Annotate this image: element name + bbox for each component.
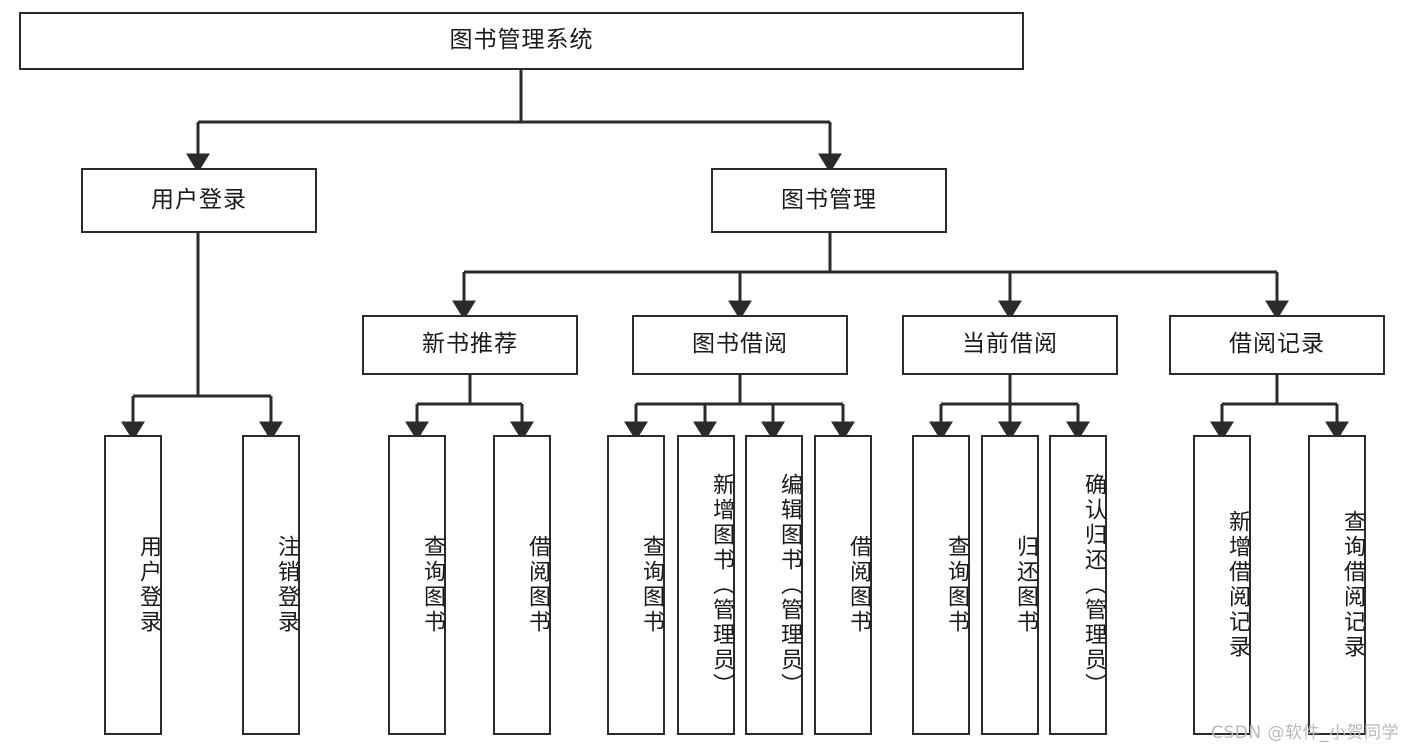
leaf-edit-book-admin[interactable]: 编辑图书（管理员）: [745, 435, 803, 735]
node-label: 新增借阅记录: [1225, 510, 1250, 660]
node-book-management[interactable]: 图书管理: [711, 168, 947, 233]
leaf-query-books-borrow[interactable]: 查询图书: [607, 435, 665, 735]
node-label: 借阅图书: [525, 535, 550, 635]
node-label: 新增图书（管理员）: [709, 472, 734, 698]
node-label: 借阅记录: [1229, 331, 1325, 358]
node-label: 查询图书: [420, 535, 445, 635]
leaf-add-book-admin[interactable]: 新增图书（管理员）: [677, 435, 735, 735]
node-label: 用户登录: [136, 535, 161, 635]
node-book-borrowing[interactable]: 图书借阅: [632, 315, 848, 375]
leaf-return-books[interactable]: 归还图书: [981, 435, 1039, 735]
node-label: 借阅图书: [846, 535, 871, 635]
node-label: 用户登录: [151, 186, 247, 213]
node-label: 归还图书: [1013, 535, 1038, 635]
leaf-query-books-current[interactable]: 查询图书: [912, 435, 970, 735]
node-label: 查询借阅记录: [1340, 510, 1365, 660]
node-label: 图书借阅: [692, 331, 788, 358]
node-current-borrowing[interactable]: 当前借阅: [902, 315, 1118, 375]
leaf-query-books-newbook[interactable]: 查询图书: [388, 435, 446, 735]
node-label: 查询图书: [639, 535, 664, 635]
node-root-book-management-system[interactable]: 图书管理系统: [19, 12, 1024, 70]
node-label: 新书推荐: [422, 331, 518, 358]
leaf-confirm-return-admin[interactable]: 确认归还（管理员）: [1049, 435, 1107, 735]
leaf-add-borrow-record[interactable]: 新增借阅记录: [1193, 435, 1251, 735]
leaf-borrow-books[interactable]: 借阅图书: [814, 435, 872, 735]
node-label: 当前借阅: [962, 331, 1058, 358]
node-label: 注销登录: [274, 535, 299, 635]
node-label: 图书管理系统: [449, 27, 594, 54]
leaf-logout[interactable]: 注销登录: [242, 435, 300, 735]
node-label: 编辑图书（管理员）: [777, 472, 802, 698]
leaf-borrow-books-newbook[interactable]: 借阅图书: [493, 435, 551, 735]
node-borrow-records[interactable]: 借阅记录: [1169, 315, 1385, 375]
leaf-user-login[interactable]: 用户登录: [104, 435, 162, 735]
node-user-login[interactable]: 用户登录: [81, 168, 317, 233]
node-label: 确认归还（管理员）: [1081, 472, 1106, 698]
node-new-book-recommendation[interactable]: 新书推荐: [362, 315, 578, 375]
node-label: 图书管理: [781, 186, 877, 213]
node-label: 查询图书: [944, 535, 969, 635]
leaf-query-borrow-record[interactable]: 查询借阅记录: [1308, 435, 1366, 735]
